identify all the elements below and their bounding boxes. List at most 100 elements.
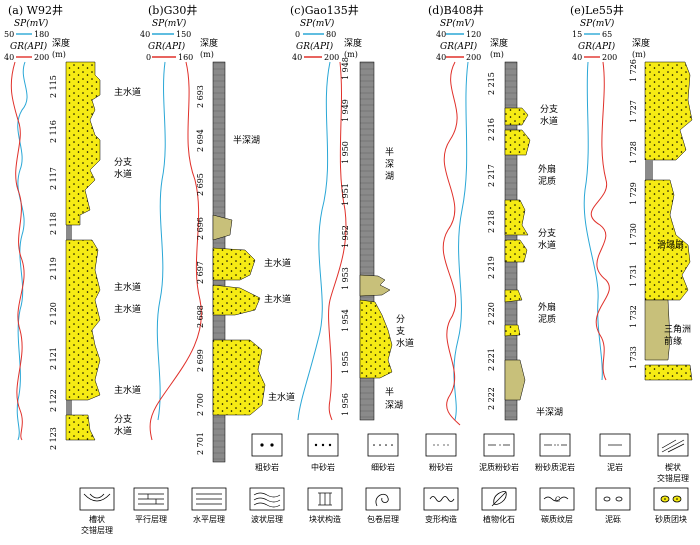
legend-label: 粉砂质泥岩 (535, 462, 575, 472)
depth-tick: 1 732 (629, 305, 638, 328)
sand-body (65, 239, 101, 401)
gr-min: 0 (146, 53, 151, 62)
depth-tick: 2 215 (487, 72, 496, 95)
muddy-sand-body (212, 214, 233, 241)
legend-swatch (539, 487, 575, 511)
legend-siltstone: 粉砂岩 (425, 433, 457, 472)
facies-label: 湖 (385, 171, 394, 182)
depth-tick: 2 218 (487, 210, 496, 233)
depth-tick: 1 952 (341, 225, 350, 248)
legend-sandy-nodule: 砂质团块 (653, 487, 689, 524)
legend-label: 交错层理 (81, 525, 113, 535)
legend-row-2: 槽状 交错层理 平行层理 水平层理 波状层理 块状构造 包卷 (79, 487, 689, 535)
depth-tick: 1 729 (629, 182, 638, 205)
depth-ticks: 1 948 1 949 1 950 1 951 1 952 1 953 1 95… (341, 57, 350, 416)
facies-label: 前缘 (664, 335, 682, 347)
legend-parallel-bedding: 平行层理 (133, 487, 169, 524)
depth-label: 深度 (344, 37, 362, 49)
legend-label: 变形构造 (425, 514, 457, 524)
legend-label: 细砂岩 (371, 462, 395, 472)
depth-tick: 1 726 (629, 59, 638, 82)
depth-tick: 2 121 (49, 347, 58, 370)
sp-curve (156, 61, 166, 421)
legend-label: 交错层理 (657, 473, 689, 483)
gr-min: 40 (436, 53, 446, 62)
facies-label: 半深湖 (536, 406, 563, 418)
legend-swatch (653, 487, 689, 511)
facies-label: 半深湖 (233, 134, 260, 146)
sand-body (212, 284, 261, 316)
sp-curve (453, 61, 469, 421)
facies-label: 分支 (538, 227, 556, 239)
muddy-sand-body (644, 299, 671, 361)
depth-tick: 1 949 (341, 99, 350, 122)
mud-layer (645, 160, 653, 180)
depth-tick: 1 951 (341, 183, 350, 206)
legend-medium-sandstone: 中砂岩 (307, 433, 339, 472)
facies-label: 半 (385, 386, 394, 398)
depth-ticks: 1 726 1 727 1 728 1 729 1 730 1 731 1 73… (629, 59, 638, 369)
depth-label: 深度 (52, 37, 70, 49)
legend-silty-mudstone: 粉砂质泥岩 (535, 433, 575, 472)
legend-label: 中砂岩 (311, 462, 335, 472)
facies-label: 外扇 (538, 301, 556, 313)
gr-label: GR(API) (296, 41, 334, 52)
depth-tick: 2 217 (487, 164, 496, 187)
depth-label: 深度 (200, 37, 218, 49)
legend-massive-structure: 块状构造 (307, 487, 343, 524)
sand-body (504, 199, 529, 236)
sp-min: 0 (295, 30, 300, 39)
sp-min: 50 (4, 30, 14, 39)
depth-tick: 2 700 (196, 393, 205, 416)
depth-unit: (m) (52, 50, 66, 59)
depth-tick: 2 222 (487, 387, 496, 410)
well-title: (c)Gao135井 (290, 3, 359, 17)
well-a: (a) W92井 SP(mV) 50 180 GR(API) 40 200 深度… (4, 3, 141, 450)
gr-curve (149, 61, 202, 441)
depth-ticks: 2 215 2 216 2 217 2 218 2 219 2 220 2 22… (487, 72, 496, 410)
facies-label: 分支 (114, 413, 132, 425)
gr-min: 40 (572, 53, 582, 62)
legend-swatch (595, 487, 631, 511)
depth-tick: 2 216 (487, 118, 496, 141)
muddy-sand-body (504, 359, 526, 401)
depth-tick: 2 221 (487, 348, 496, 371)
legend-label: 波状层理 (251, 514, 283, 524)
sp-label: SP(mV) (580, 18, 615, 29)
legend-mud-gravel: 泥砾 (595, 487, 631, 524)
legend-deformation-structure: 变形构造 (423, 487, 459, 524)
gr-curve (328, 61, 347, 421)
sp-max: 65 (602, 30, 612, 39)
sand-body (504, 324, 521, 337)
well-title: (a) W92井 (8, 3, 63, 17)
depth-tick: 2 695 (196, 173, 205, 196)
sand-body (504, 107, 529, 126)
legend-row-1: 粗砂岩 中砂岩 细砂岩 粉砂岩 泥质粉砂岩 粉砂质泥岩 (251, 433, 689, 483)
facies-label: 外扇 (538, 163, 556, 175)
legend-label: 槽状 (89, 514, 105, 524)
legend-convolute-bedding: 包卷层理 (365, 487, 401, 524)
depth-tick: 1 948 (341, 57, 350, 80)
gr-max: 160 (178, 53, 193, 62)
facies-label: 泥质 (538, 175, 556, 187)
sp-max: 180 (34, 30, 49, 39)
depth-tick: 2 696 (196, 217, 205, 240)
legend-fine-sandstone: 细砂岩 (367, 433, 399, 472)
sp-label: SP(mV) (440, 18, 475, 29)
depth-tick: 2 122 (49, 389, 58, 412)
facies-label: 分支 (114, 156, 132, 168)
legend-label: 包卷层理 (367, 514, 399, 524)
gr-curve (442, 61, 461, 426)
legend-label: 粉砂岩 (429, 462, 453, 472)
muddy-sand-body (359, 274, 391, 297)
sp-max: 150 (176, 30, 191, 39)
facies-label: 水道 (540, 115, 558, 127)
facies-label: 主水道 (264, 257, 291, 269)
depth-tick: 1 730 (629, 223, 638, 246)
legend-label: 植物化石 (483, 514, 515, 524)
facies-label: 三角洲 (664, 323, 691, 335)
well-d: (d)B408井 SP(mV) 40 120 GR(API) 40 200 深度… (428, 3, 563, 426)
facies-label: 主水道 (114, 281, 141, 293)
well-title: (d)B408井 (428, 3, 484, 17)
depth-tick: 2 701 (196, 432, 205, 455)
